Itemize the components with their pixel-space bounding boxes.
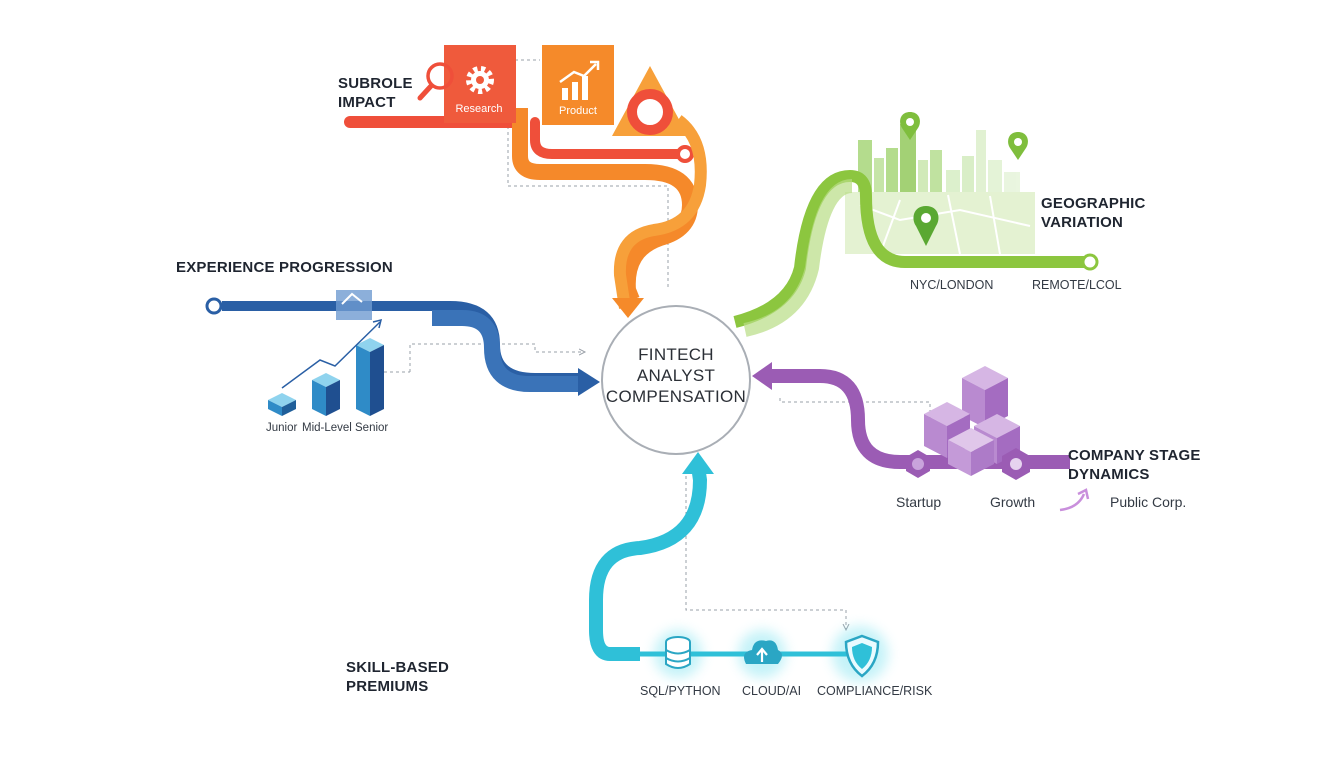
experience-track-thick <box>432 310 580 392</box>
product-label: Product <box>559 105 597 117</box>
junior-label: Junior <box>266 422 298 434</box>
compliance-risk-label: COMPLIANCE/RISK <box>817 684 933 698</box>
gear-icon <box>466 66 494 94</box>
public-corp-label: Public Corp. <box>1110 494 1187 510</box>
growth-label: Growth <box>990 494 1036 510</box>
skills-arrowhead <box>682 452 714 474</box>
sql-python-label: SQL/PYTHON <box>640 684 721 698</box>
skills-title: SKILL-BASED PREMIUMS <box>346 658 449 696</box>
hub-line-1: FINTECH <box>638 345 714 364</box>
experience-trend-line <box>281 321 381 389</box>
subrole-orange-track-2 <box>613 115 707 309</box>
shield-icon <box>844 634 880 678</box>
database-icon <box>665 636 691 669</box>
skills-branch <box>589 452 888 682</box>
subrole-arrowhead <box>612 298 644 318</box>
hub-line-3: COMPENSATION <box>605 387 747 406</box>
subrole-ring <box>627 89 673 135</box>
company-track <box>770 369 1070 469</box>
experience-branch <box>205 290 600 416</box>
location-pin-icon <box>900 112 920 140</box>
subrole-title-line-1: SUBROLE <box>338 75 413 92</box>
curved-arrow-icon <box>1059 493 1086 512</box>
company-stage-title: COMPANY STAGE DYNAMICS <box>1068 446 1201 484</box>
geographic-end-node <box>1081 253 1099 271</box>
skills-track <box>589 465 708 661</box>
skills-title-line-1: SKILL-BASED <box>346 659 450 676</box>
geographic-track-light <box>743 179 853 337</box>
subrole-orange-track <box>512 108 699 303</box>
hub-line-2: ANALYST <box>636 366 716 385</box>
subrole-red-node <box>676 145 694 163</box>
company-cubes <box>924 366 1020 476</box>
skills-title-line-2: PREMIUMS <box>346 678 429 695</box>
experience-arrowhead <box>578 368 600 396</box>
mid-level-bar <box>312 373 340 416</box>
senior-label: Senior <box>355 422 389 434</box>
nyc-london-label: NYC/LONDON <box>910 278 994 292</box>
mid-level-label: Mid-Level <box>302 422 352 434</box>
research-label: Research <box>455 103 503 115</box>
growth-chart-icon <box>559 60 600 100</box>
city-skyline <box>858 124 1020 192</box>
geographic-branch <box>733 112 1099 337</box>
subrole-title: SUBROLE IMPACT <box>338 74 413 112</box>
experience-start-node <box>205 297 223 315</box>
experience-dashed-connector <box>409 343 585 372</box>
experience-title: EXPERIENCE PROGRESSION <box>176 259 393 276</box>
senior-bar <box>356 338 384 416</box>
junior-bar <box>268 393 296 416</box>
company-arrowhead <box>752 362 772 390</box>
geographic-title-line-1: GEOGRAPHIC <box>1041 195 1146 212</box>
magnifier-icon <box>417 62 454 101</box>
experience-track <box>222 301 585 383</box>
cloud-ai-label: CLOUD/AI <box>742 684 802 698</box>
cloud-upload-icon <box>744 640 782 664</box>
company-stage-title-line-1: COMPANY STAGE <box>1068 447 1201 464</box>
company-stage-title-line-2: DYNAMICS <box>1068 466 1150 483</box>
geographic-title-line-2: VARIATION <box>1041 214 1124 231</box>
remote-lcol-label: REMOTE/LCOL <box>1032 278 1122 292</box>
subrole-red-track <box>530 117 689 159</box>
growth-node-icon <box>1002 448 1030 480</box>
startup-node-icon <box>906 450 930 478</box>
skills-dashed-connector <box>685 470 846 630</box>
hub-circle <box>601 305 751 455</box>
location-pin-icon-3 <box>913 206 939 246</box>
company-stage-branch <box>752 362 1090 512</box>
location-pin-icon-2 <box>1008 132 1028 160</box>
hub-label: FINTECH ANALYST COMPENSATION <box>605 344 747 407</box>
geographic-title: GEOGRAPHIC VARIATION <box>1041 194 1146 232</box>
subrole-title-line-2: IMPACT <box>338 94 396 111</box>
geographic-track <box>733 169 1090 328</box>
startup-label: Startup <box>896 494 942 510</box>
